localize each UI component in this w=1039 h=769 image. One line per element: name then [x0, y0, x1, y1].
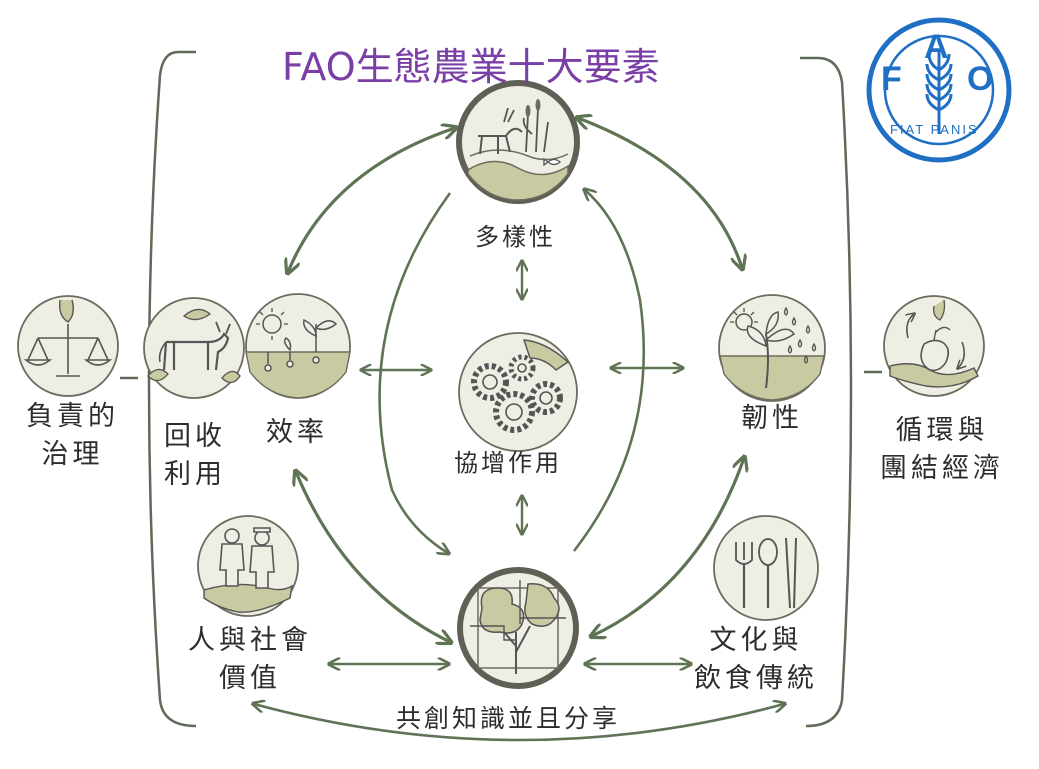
circular-economy-icon — [883, 295, 985, 397]
resilience-icon — [718, 294, 826, 402]
arrow-diversity-resilience — [578, 118, 742, 268]
label-human-social-values: 人與社會 價值 — [188, 622, 312, 698]
fao-logo — [866, 17, 1012, 163]
arrows — [254, 118, 784, 742]
label-governance-line1: 負責的 — [26, 401, 119, 432]
label-efficiency: 效率 — [266, 417, 328, 448]
arrow-resilience-cocreation — [592, 458, 744, 636]
fao-logo-letter-a: A — [924, 28, 949, 66]
label-circular-economy-line1: 循環與 — [895, 415, 989, 446]
label-co-creation: 共創知識並且分享 — [396, 704, 621, 733]
arrow-diversity-efficiency — [288, 128, 455, 272]
arrow-diversity-cocreation — [378, 192, 450, 553]
recycling-icon — [143, 297, 245, 399]
efficiency-icon — [245, 293, 351, 399]
label-culture-food-line1: 文化與 — [709, 625, 803, 656]
label-circular-economy-line2: 團結經濟 — [880, 453, 1004, 484]
human-social-values-icon — [197, 515, 299, 617]
arrow-cocreation-diversity — [572, 190, 646, 552]
arrow-efficiency-cocreation — [296, 472, 450, 642]
label-governance-line2: 治理 — [41, 439, 104, 470]
label-circular-economy: 循環與 團結經濟 — [880, 412, 1004, 488]
label-recycling-line1: 回收 — [164, 421, 226, 452]
culture-food-icon — [713, 515, 819, 621]
co-creation-icon — [457, 567, 579, 689]
label-resilience: 韌性 — [741, 403, 803, 434]
label-governance: 負責的 治理 — [26, 398, 119, 474]
label-human-social-values-line1: 人與社會 — [188, 625, 312, 656]
fao-logo-letter-f: F — [881, 60, 902, 98]
label-recycling: 回收 利用 — [164, 418, 226, 494]
label-recycling-line2: 利用 — [164, 459, 226, 490]
arrow-human-culture-arc — [254, 704, 784, 742]
diversity-icon — [456, 80, 580, 204]
label-culture-food: 文化與 飲食傳統 — [694, 622, 818, 698]
label-diversity: 多樣性 — [475, 223, 556, 251]
governance-icon — [17, 295, 119, 397]
label-human-social-values-line2: 價值 — [219, 663, 281, 694]
label-synergy: 協增作用 — [454, 449, 562, 477]
fao-logo-motto: FIAT PANIS — [890, 122, 979, 137]
synergy-icon — [458, 332, 578, 452]
fao-logo-letter-o: O — [967, 60, 994, 98]
label-culture-food-line2: 飲食傳統 — [694, 663, 818, 694]
page-title: FAO生態農業十大要素 — [282, 45, 660, 89]
